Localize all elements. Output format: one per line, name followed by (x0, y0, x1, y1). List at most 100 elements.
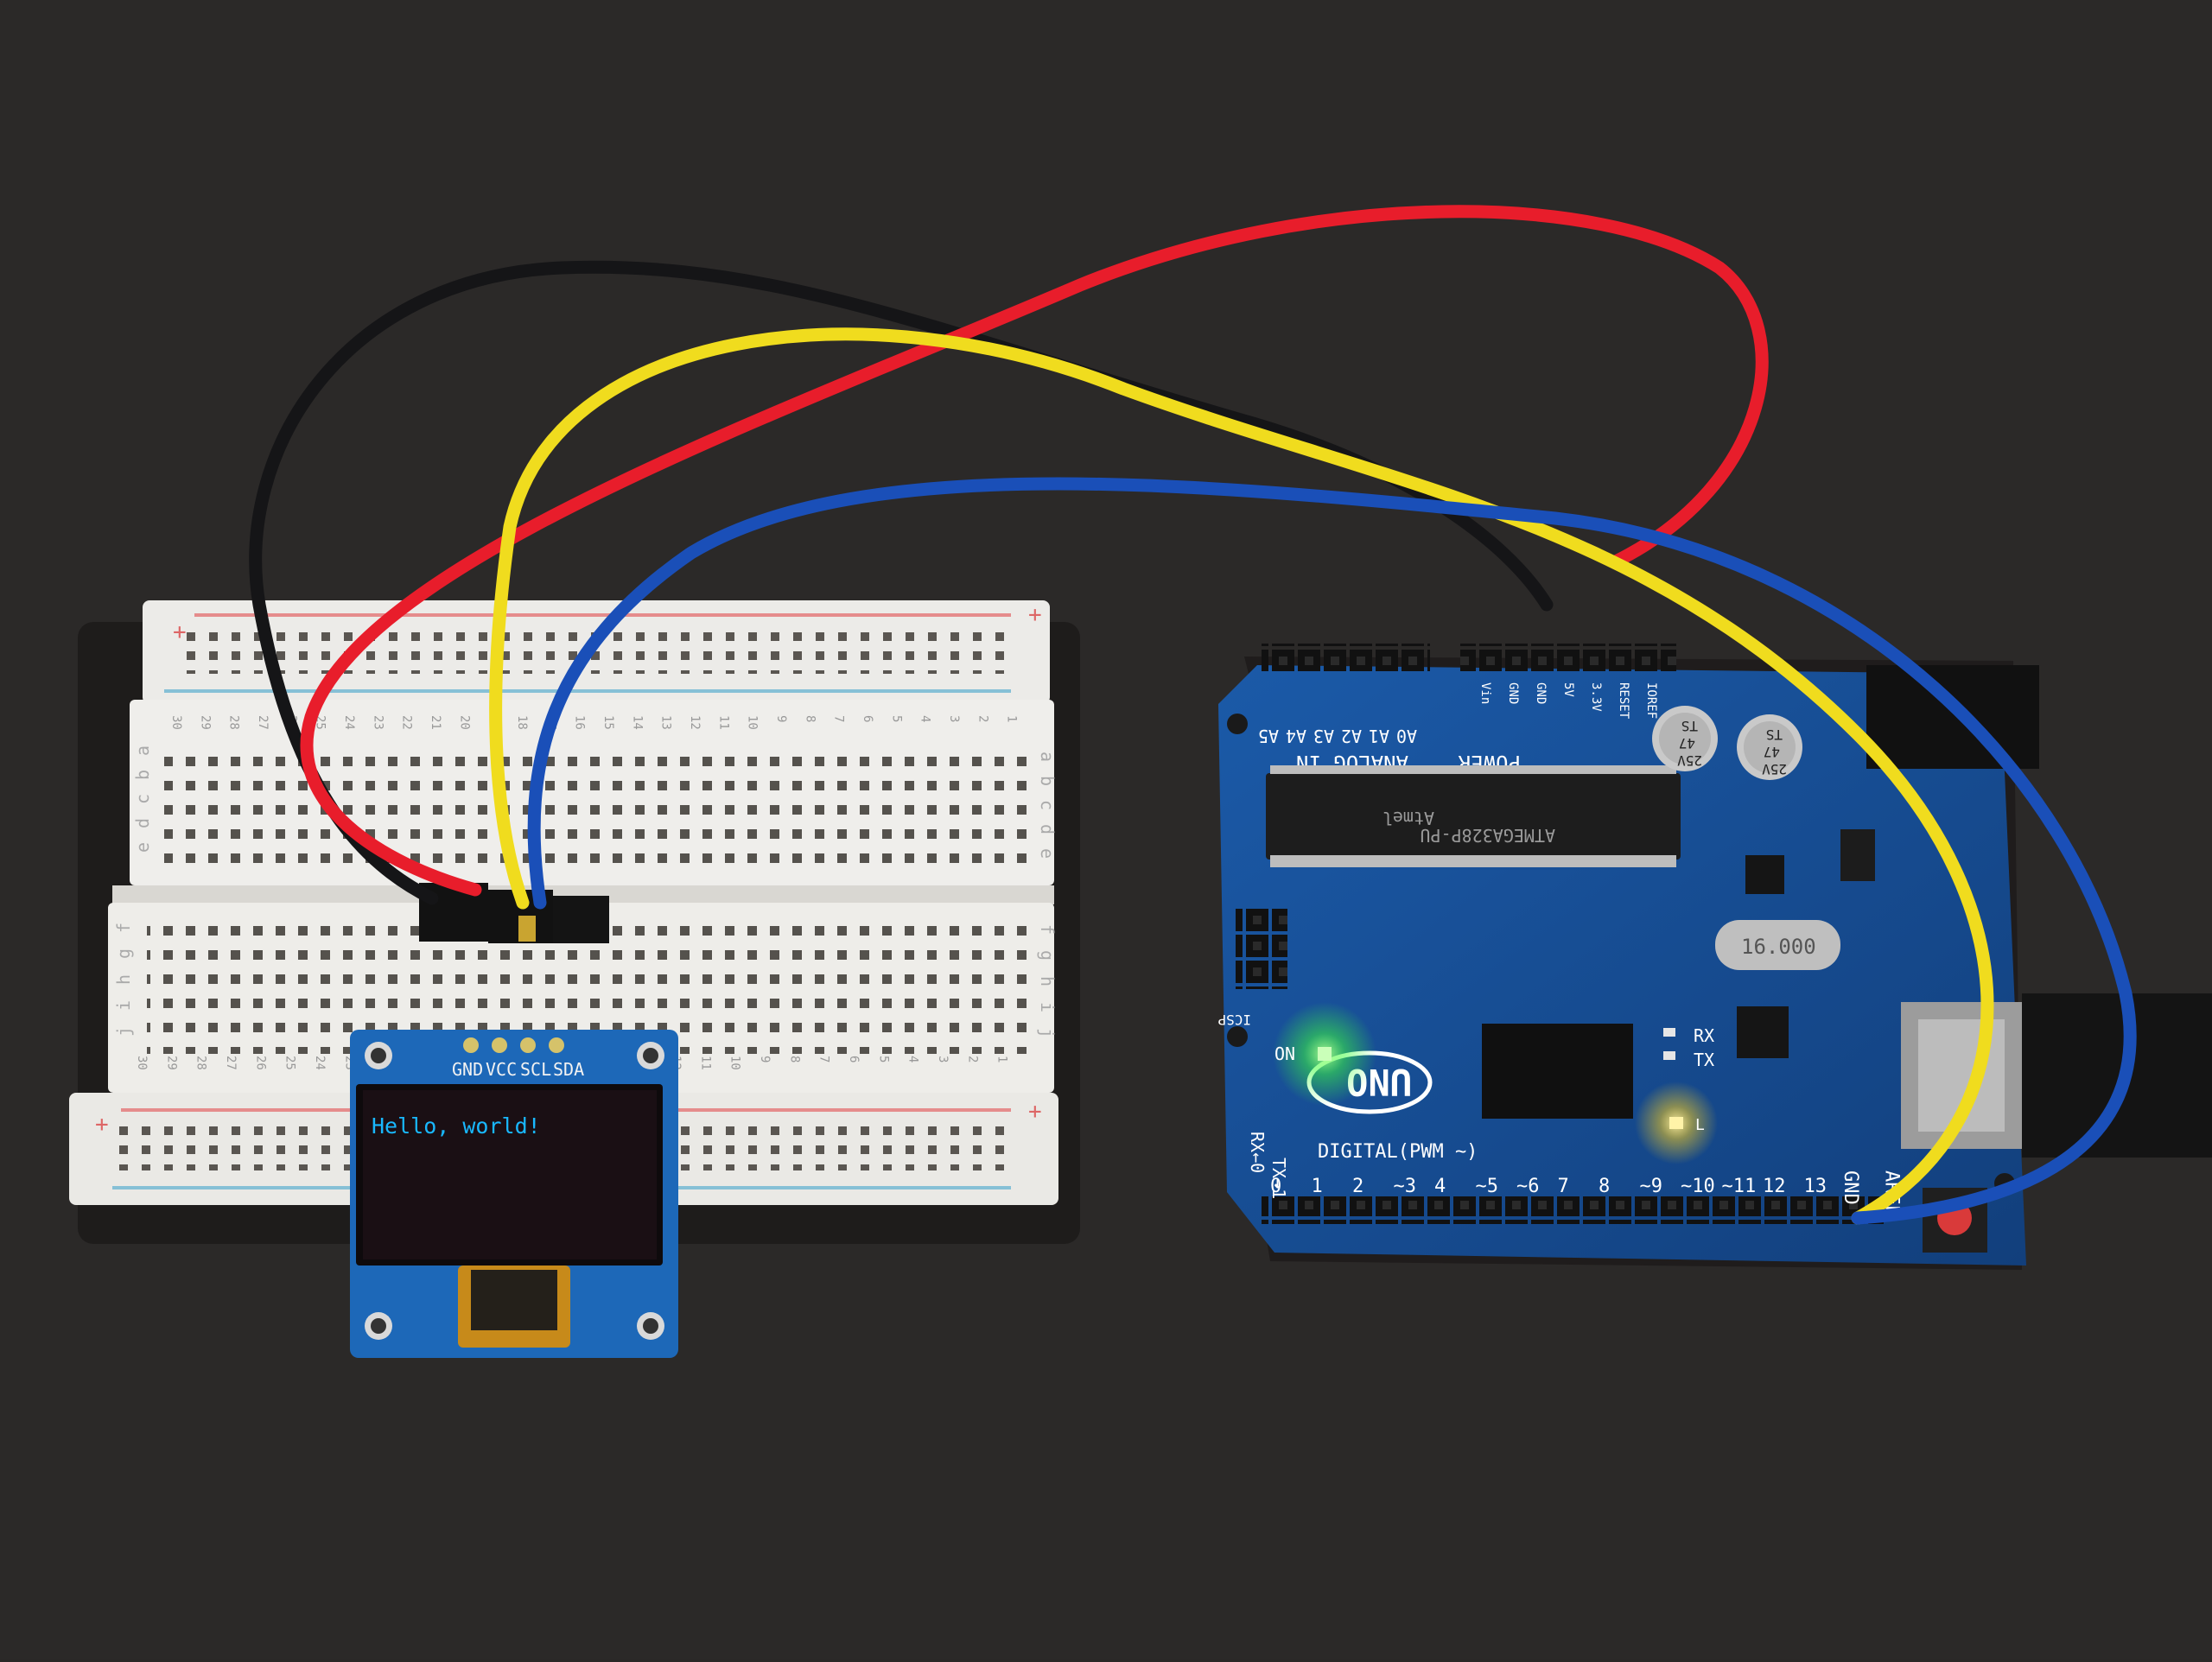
power-pin-2: GND (1534, 682, 1548, 704)
column-number-top-5: 5 (889, 715, 903, 722)
column-number-top-20: 20 (457, 715, 471, 730)
power-pin-3: 5V (1561, 682, 1575, 697)
digital-pin-13: 13 (1804, 1176, 1827, 1197)
row-letter-i-right: i (1037, 1002, 1058, 1012)
oled-pin-sda: SDA (553, 1059, 584, 1080)
row-letter-e-right: e (1037, 848, 1058, 859)
analog-pin-a2: A2 (1341, 726, 1362, 746)
column-number-bottom-27: 27 (224, 1056, 238, 1070)
jumper-wires (249, 205, 2137, 1225)
crystal-label: 16.000 (1741, 935, 1816, 959)
column-number-top-21: 21 (429, 715, 442, 730)
column-number-top-2: 2 (976, 715, 989, 722)
analog-pin-a4: A4 (1286, 726, 1306, 746)
digital-pin-2: 2 (1352, 1176, 1363, 1197)
usb-serial-chip (1482, 1024, 1633, 1119)
column-number-top-28: 28 (227, 715, 241, 730)
column-number-top-29: 29 (198, 715, 212, 730)
column-number-top-15: 15 (601, 715, 615, 730)
row-letter-d-right: d (1037, 824, 1058, 834)
analog-header (1262, 644, 1430, 671)
column-number-top-6: 6 (861, 715, 874, 722)
on-label: ON (1274, 1044, 1295, 1064)
column-number-top-23: 23 (371, 715, 385, 730)
rx-arrow-label: RX←0 (1247, 1132, 1268, 1173)
capacitor-2: TS 47 25V (1737, 714, 1802, 780)
column-number-bottom-1: 1 (995, 1056, 1009, 1063)
power-pin-0: Vin (1478, 682, 1492, 704)
row-letter-e: e (132, 842, 153, 853)
column-number-top-16: 16 (573, 715, 587, 730)
digital-pin-8: 8 (1599, 1176, 1610, 1197)
oled-module: GND VCC SCL SDA Hello, world! (350, 1030, 678, 1358)
crystal-oscillator (1715, 920, 1840, 970)
tx-label: TX (1694, 1050, 1714, 1070)
row-letter-f: f (113, 923, 134, 933)
atmega-chip (1266, 773, 1681, 860)
digital-header-label: DIGITAL(PWM ~) (1318, 1141, 1478, 1163)
column-number-bottom-4: 4 (906, 1056, 920, 1063)
analog-pin-a0: A0 (1396, 726, 1417, 746)
column-number-top-8: 8 (803, 715, 817, 722)
rx-label: RX (1694, 1025, 1714, 1046)
row-letter-b: b (132, 770, 153, 780)
row-letter-j-right: j (1037, 1028, 1058, 1038)
svg-text:47: 47 (1764, 744, 1780, 760)
row-letter-g-right: g (1037, 950, 1058, 961)
icsp-label: ICSP (1217, 1012, 1251, 1028)
tx-arrow-label: TX→1 (1268, 1158, 1289, 1199)
column-number-bottom-3: 3 (936, 1056, 950, 1063)
row-letter-a: a (132, 745, 153, 756)
column-number-top-10: 10 (746, 715, 760, 730)
row-letter-j: j (113, 1026, 134, 1037)
row-letter-i: i (113, 1000, 134, 1011)
column-number-top-4: 4 (918, 715, 932, 722)
column-number-bottom-29: 29 (164, 1056, 178, 1070)
svg-text:TS: TS (1681, 718, 1698, 734)
column-number-top-27: 27 (256, 715, 270, 730)
column-number-top-3: 3 (947, 715, 961, 722)
column-number-top-9: 9 (774, 715, 788, 722)
column-number-bottom-11: 11 (698, 1056, 712, 1070)
column-number-bottom-30: 30 (135, 1056, 149, 1070)
digital-pin-9: ~9 (1640, 1176, 1663, 1197)
row-letter-d: d (132, 818, 153, 828)
column-number-top-14: 14 (630, 715, 644, 730)
digital-pin-3: ~3 (1394, 1176, 1417, 1197)
digital-pin-6: ~6 (1516, 1176, 1540, 1197)
column-number-top-12: 12 (688, 715, 702, 730)
column-number-bottom-6: 6 (847, 1056, 861, 1063)
usb-cable (2022, 993, 2212, 1158)
column-number-top-13: 13 (659, 715, 673, 730)
capacitor-1: TS 47 25V (1652, 706, 1718, 771)
column-number-bottom-10: 10 (728, 1056, 742, 1070)
svg-text:TS: TS (1766, 726, 1783, 743)
digital-pin-14: GND (1840, 1170, 1861, 1205)
icsp-header (1236, 907, 1287, 989)
svg-text:+: + (1028, 1099, 1042, 1125)
column-number-bottom-7: 7 (817, 1056, 831, 1063)
column-number-bottom-8: 8 (787, 1056, 801, 1063)
analog-pin-a3: A3 (1313, 726, 1334, 746)
power-pin-1: GND (1506, 682, 1520, 704)
power-pin-6: IOREF (1644, 682, 1658, 719)
chip-model: ATMEGA328P-PU (1420, 825, 1555, 846)
chip-brand: Atmel (1382, 808, 1434, 828)
svg-text:+: + (173, 619, 187, 645)
on-led (1318, 1047, 1332, 1061)
column-number-top-22: 22 (400, 715, 414, 730)
row-letter-c: c (132, 794, 153, 804)
row-letter-a-right: a (1037, 752, 1058, 762)
svg-text:+: + (1028, 602, 1042, 628)
svg-text:+: + (95, 1112, 109, 1138)
svg-text:25V: 25V (1762, 761, 1787, 777)
digital-pin-0: 0 (1270, 1176, 1281, 1197)
analog-pin-a1: A1 (1369, 726, 1389, 746)
oled-pin-vcc: VCC (486, 1059, 517, 1080)
column-number-bottom-5: 5 (876, 1056, 890, 1063)
wire-sda-blue (527, 477, 2137, 1225)
